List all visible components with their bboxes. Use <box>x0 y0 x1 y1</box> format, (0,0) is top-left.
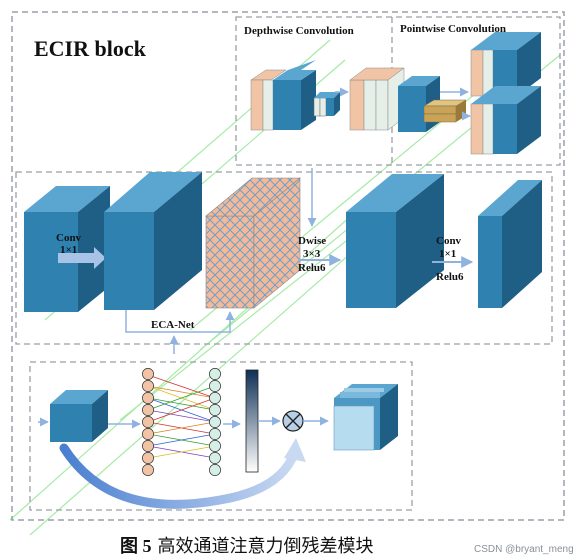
pointwise-label: Pointwise Convolution <box>400 23 506 35</box>
fc-connections <box>147 374 216 459</box>
conv1-label-line2: 1×1 <box>60 244 77 256</box>
weight-neuron <box>209 368 221 380</box>
figure-caption: 图 5 高效通道注意力倒残差模块 <box>120 536 374 556</box>
weight-neuron <box>209 452 221 464</box>
depthwise-input-stack <box>250 60 316 131</box>
depthwise-output-stack <box>349 67 405 131</box>
outer-frame <box>11 11 565 521</box>
weight-neuron <box>209 416 221 428</box>
skip-arrowhead <box>284 438 306 462</box>
weight-neuron <box>209 428 221 440</box>
pooled-vector <box>142 368 154 476</box>
depthwise-pointwise-panel <box>235 16 561 166</box>
conv2-label-line3: Relu6 <box>436 271 464 283</box>
pooled-neuron <box>142 380 154 392</box>
weight-neuron <box>209 464 221 476</box>
main-pipeline-panel <box>15 171 553 345</box>
attention-weights-vector <box>209 368 221 476</box>
eca-net-connector <box>125 310 235 333</box>
conv2-label-line2: 1×1 <box>439 248 456 260</box>
output-feature-block <box>478 180 542 308</box>
pooled-neuron <box>142 404 154 416</box>
pooled-neuron <box>142 452 154 464</box>
pooled-neuron <box>142 368 154 380</box>
multiply-icon <box>282 410 304 432</box>
eca-net-label: ECA-Net <box>151 319 195 331</box>
eca-attention-block <box>205 177 301 309</box>
dwise-label-line1: Dwise <box>298 235 326 247</box>
conv1-label-line1: Conv <box>56 232 82 244</box>
caption-prefix: 图 5 <box>120 536 152 556</box>
eca-detail-panel <box>29 361 413 511</box>
weight-neuron <box>209 380 221 392</box>
weight-neuron <box>209 440 221 452</box>
pooled-neuron <box>142 440 154 452</box>
eca-input-block <box>50 390 108 442</box>
pooled-neuron <box>142 416 154 428</box>
expanded-feature-block <box>104 172 202 310</box>
diagram-title: ECIR block <box>34 36 147 61</box>
sigmoid-bar <box>245 369 259 473</box>
weight-neuron <box>209 404 221 416</box>
dwise-output-block <box>346 174 444 308</box>
eca-output-block <box>333 384 398 451</box>
conv1-arrow <box>58 247 106 269</box>
watermark-text: CSDN @bryant_meng <box>474 544 574 555</box>
pointwise-kernel <box>423 99 467 123</box>
pointwise-output-bottom <box>470 86 541 155</box>
pooled-neuron <box>142 392 154 404</box>
conv2-label-line1: Conv <box>436 235 462 247</box>
weight-neuron <box>209 392 221 404</box>
depthwise-small-kernels <box>313 92 340 117</box>
skip-connection-curve <box>59 443 299 509</box>
dwise-label-line2: 3×3 <box>303 248 321 260</box>
dwise-label-line3: Relu6 <box>298 262 326 274</box>
pooled-neuron <box>142 464 154 476</box>
depthwise-label: Depthwise Convolution <box>244 25 354 37</box>
pooled-neuron <box>142 428 154 440</box>
caption-text: 高效通道注意力倒残差模块 <box>158 536 374 556</box>
